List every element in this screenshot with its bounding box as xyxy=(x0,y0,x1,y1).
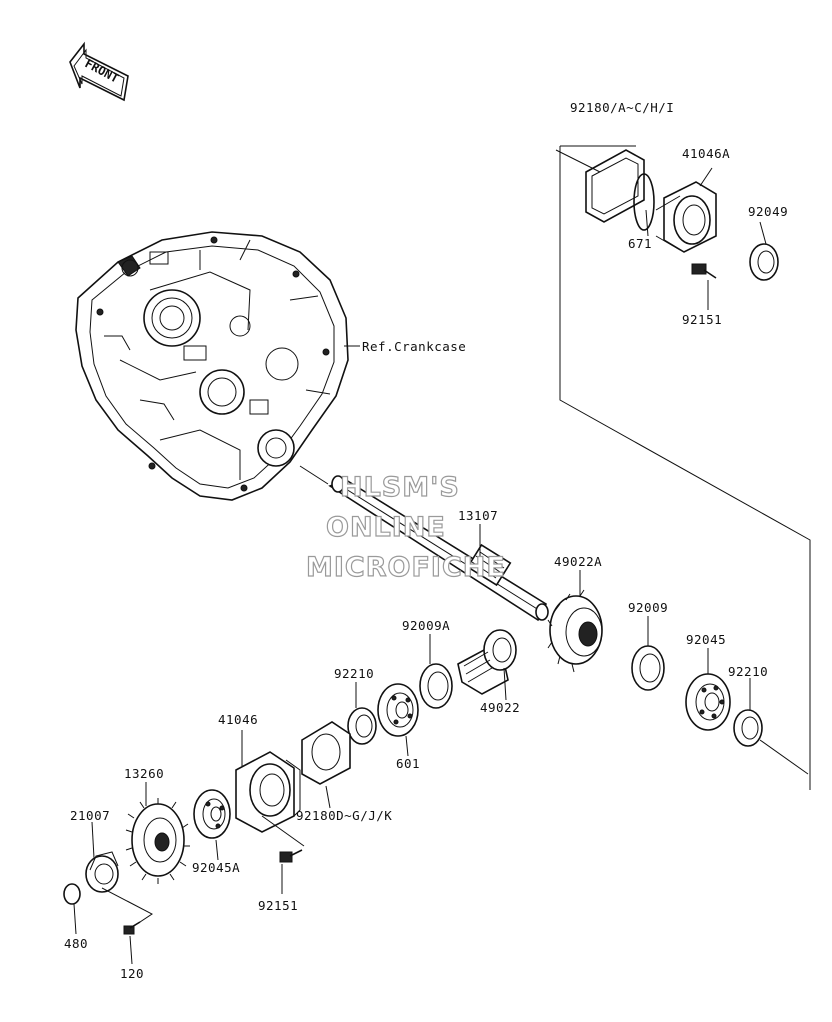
label-601: 601 xyxy=(396,756,420,771)
label-92151-lower: 92151 xyxy=(258,898,298,913)
label-92045: 92045 xyxy=(686,632,726,647)
watermark-line-3: MICROFICHE xyxy=(306,552,506,583)
label-92180-lower: 92180D~G/J/K xyxy=(296,808,392,823)
holder-21007 xyxy=(85,851,119,893)
label-480: 480 xyxy=(64,936,88,951)
gasket-lower xyxy=(301,721,351,785)
front-arrow-icon: FRONT xyxy=(69,41,129,102)
gasket-upper xyxy=(585,149,645,223)
group-box-outline xyxy=(559,146,811,790)
label-92009: 92009 xyxy=(628,600,668,615)
gear-13260 xyxy=(125,798,190,884)
label-41046: 41046 xyxy=(218,712,258,727)
bearing-housing-upper xyxy=(655,181,717,253)
watermark-line-2: ONLINE xyxy=(326,512,446,543)
bevel-gear-49022a xyxy=(547,589,603,673)
label-92009a: 92009A xyxy=(402,618,450,633)
bolt-lower xyxy=(279,849,303,863)
circlip-92210-left xyxy=(347,707,377,745)
label-120: 120 xyxy=(120,966,144,981)
bearing-601 xyxy=(377,683,419,737)
bearing-92045a xyxy=(193,789,231,839)
box-closing-line xyxy=(759,739,809,775)
label-92210-right: 92210 xyxy=(728,664,768,679)
label-49022a: 49022A xyxy=(554,554,602,569)
label-92045a: 92045A xyxy=(192,860,240,875)
label-49022: 49022 xyxy=(480,700,520,715)
bearing-housing-lower xyxy=(235,751,301,833)
circlip-92210-right xyxy=(733,709,763,747)
ring-480 xyxy=(63,883,81,905)
watermark-line-1: HLSM'S xyxy=(340,472,460,503)
label-21007: 21007 xyxy=(70,808,110,823)
crankcase-illustration xyxy=(75,231,349,501)
bolt-upper xyxy=(691,263,717,279)
bevel-pinion-49022 xyxy=(457,629,517,695)
oil-seal-92049 xyxy=(749,243,779,281)
label-92049: 92049 xyxy=(748,204,788,219)
label-13260: 13260 xyxy=(124,766,164,781)
ref-crankcase-label: Ref.Crankcase xyxy=(362,339,466,354)
shim-92009 xyxy=(631,645,665,691)
drive-shaft-13107 xyxy=(328,475,549,622)
label-671: 671 xyxy=(628,236,652,251)
o-ring-671 xyxy=(633,173,655,231)
label-41046a: 41046A xyxy=(682,146,730,161)
bearing-92045 xyxy=(685,673,731,731)
label-13107: 13107 xyxy=(458,508,498,523)
label-92151-upper: 92151 xyxy=(682,312,722,327)
label-92180-upper: 92180/A~C/H/I xyxy=(570,100,674,115)
label-92210-left: 92210 xyxy=(334,666,374,681)
shim-92009a xyxy=(419,663,453,709)
